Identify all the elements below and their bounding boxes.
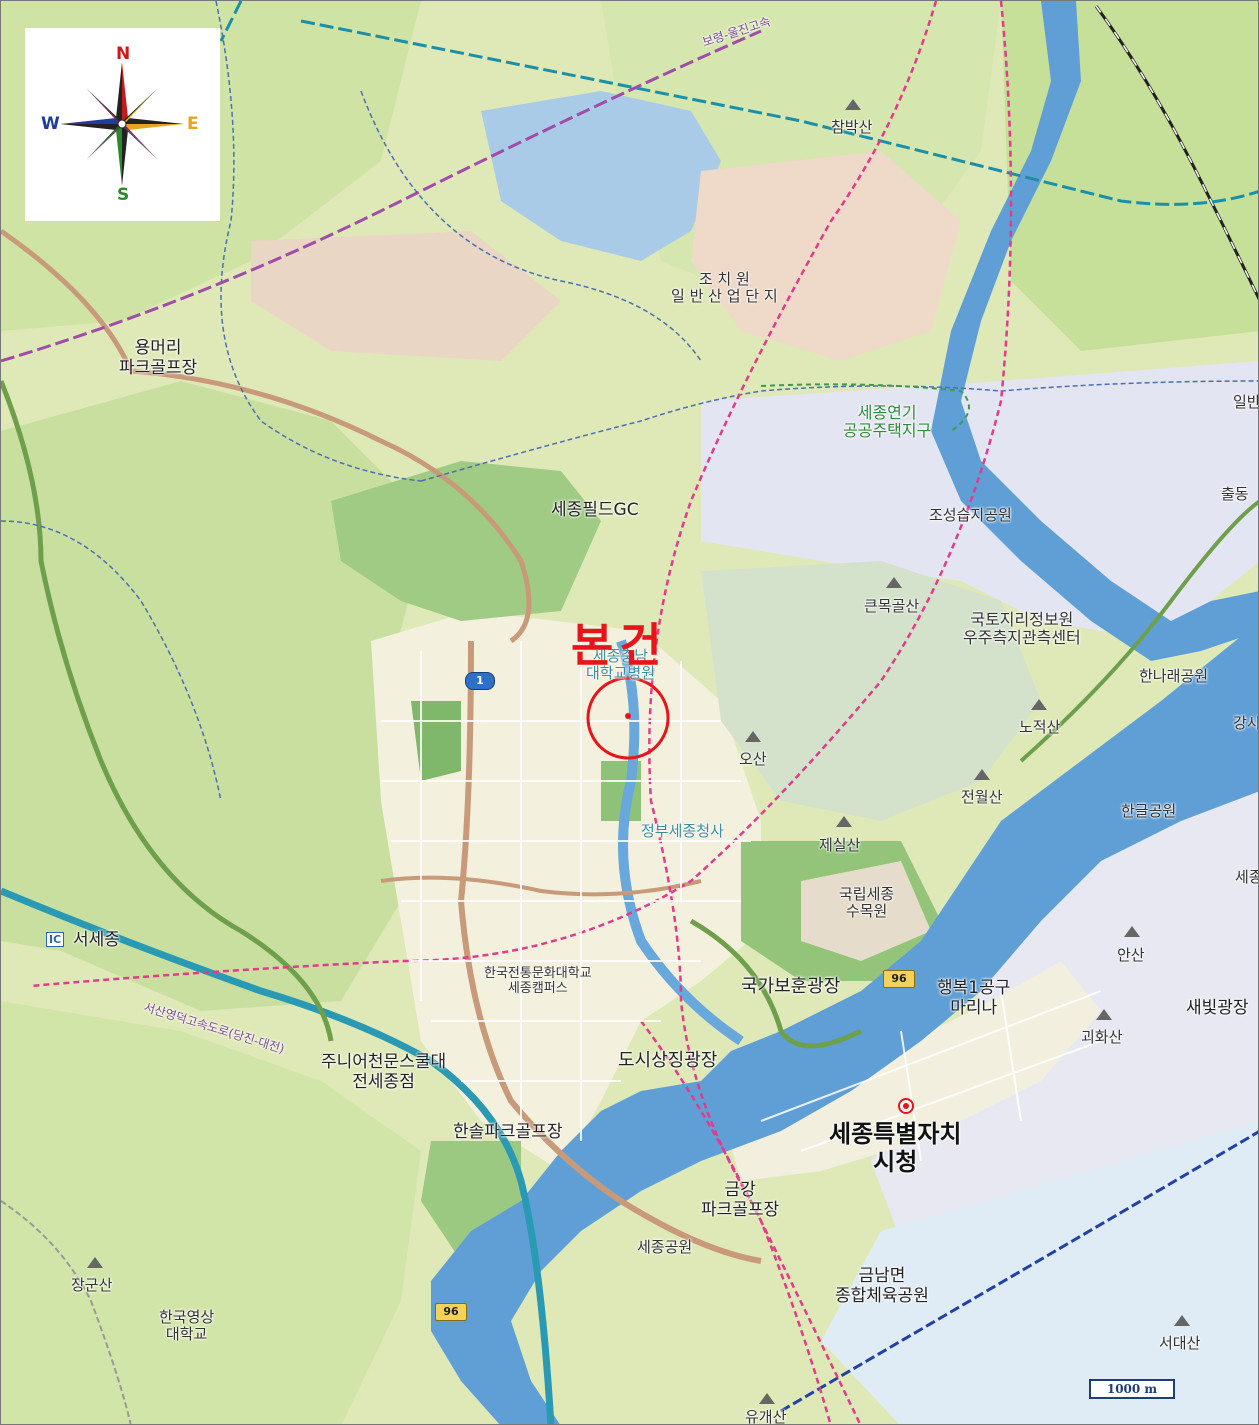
- label-hansol-golf: 한솔파크골프장: [453, 1122, 563, 1142]
- mountain-icon: [87, 1257, 103, 1268]
- label-city-hall: 세종특별자치 시청: [829, 1120, 962, 1176]
- mountain-icon: [1124, 926, 1140, 937]
- label-mt-keunmokgol: 큰목골산: [864, 597, 920, 615]
- label-sejong-yeongi-district: 세종연기 공공주택지구: [843, 403, 932, 441]
- label-veterans-plaza: 국가보훈광장: [741, 976, 841, 997]
- label-jochiwon-industrial: 조 치 원 일 반 산 업 단 지: [671, 270, 778, 306]
- mountain-icon: [745, 731, 761, 742]
- target-circle: [586, 676, 670, 760]
- compass-north: N: [116, 44, 131, 64]
- label-ilban: 일반: [1233, 393, 1259, 411]
- label-saebit-plaza: 새빛광장: [1186, 998, 1249, 1018]
- compass-west: W: [41, 114, 60, 134]
- target-label: 본건: [571, 618, 668, 672]
- label-geumnam-sports-park: 금남면 종합체육공원: [835, 1266, 929, 1306]
- label-ic-seosejong: 서세종: [73, 930, 120, 950]
- label-sejong-park: 세종공원: [637, 1238, 693, 1256]
- scale-bar: 1000 m: [1089, 1379, 1175, 1399]
- label-junior-astronomy: 주니어천문스쿨대 전세종점: [321, 1052, 447, 1092]
- label-kaas-univ: 한국전통문화대학교 세종캠퍼스: [484, 966, 592, 996]
- mountain-icon: [886, 577, 902, 588]
- mountain-icon: [974, 769, 990, 780]
- mountain-icon: [1031, 699, 1047, 710]
- label-mt-jesil: 제실산: [819, 836, 861, 854]
- label-mt-seodae: 서대산: [1159, 1334, 1201, 1352]
- label-mt-chambaksan: 참박산: [831, 118, 873, 136]
- label-mt-goehwa: 괴화산: [1081, 1028, 1123, 1046]
- label-gangsi: 강시: [1233, 714, 1259, 732]
- label-hangeul-park: 한글공원: [1121, 802, 1177, 820]
- label-marina: 행복1공구 마리나: [937, 978, 1011, 1018]
- label-geumgang-golf: 금강 파크골프장: [701, 1180, 780, 1220]
- label-mt-an: 안산: [1117, 946, 1145, 964]
- label-ngii-center: 국토지리정보원 우주측지관측센터: [963, 610, 1081, 648]
- compass-star-icon: [60, 62, 184, 186]
- mountain-icon: [836, 816, 852, 827]
- mountain-icon: [1174, 1315, 1190, 1326]
- label-sejong-univ-hospital: 세종충남 대학교병원: [586, 647, 656, 683]
- compass-south: S: [117, 185, 130, 205]
- ic-badge: IC: [46, 932, 65, 947]
- label-chuldong: 출동: [1221, 485, 1249, 503]
- label-kaa-univ: 한국영상 대학교: [159, 1308, 215, 1344]
- compass-east: E: [187, 114, 199, 134]
- mountain-icon: [1096, 1009, 1112, 1020]
- label-sejong-field-gc: 세종필드GC: [551, 500, 639, 520]
- label-yongmeori-golf: 용머리 파크골프장: [119, 338, 198, 378]
- route-shield-96: 96: [435, 1303, 467, 1321]
- label-gov-complex: 정부세종청사: [641, 822, 724, 840]
- mountain-icon: [845, 99, 861, 110]
- route-shield-1: 1: [465, 672, 495, 690]
- label-city-symbol-plaza: 도시상징광장: [618, 1050, 718, 1071]
- label-mt-nojeok: 노적산: [1019, 718, 1061, 736]
- compass-rose: N S E W: [25, 28, 220, 221]
- label-hanarae-park: 한나래공원: [1139, 667, 1209, 685]
- mountain-icon: [759, 1393, 775, 1404]
- label-mt-janggun: 장군산: [71, 1276, 113, 1294]
- label-mt-osan: 오산: [739, 750, 767, 768]
- label-arboretum: 국립세종 수목원: [839, 885, 895, 921]
- label-sejong-edge: 세종: [1235, 868, 1258, 886]
- label-mt-yugae: 유개산: [745, 1408, 787, 1425]
- route-shield-96: 96: [883, 970, 915, 988]
- label-mt-jeonwol: 전월산: [961, 788, 1003, 806]
- label-joseong-wetland: 조성습지공원: [929, 506, 1012, 524]
